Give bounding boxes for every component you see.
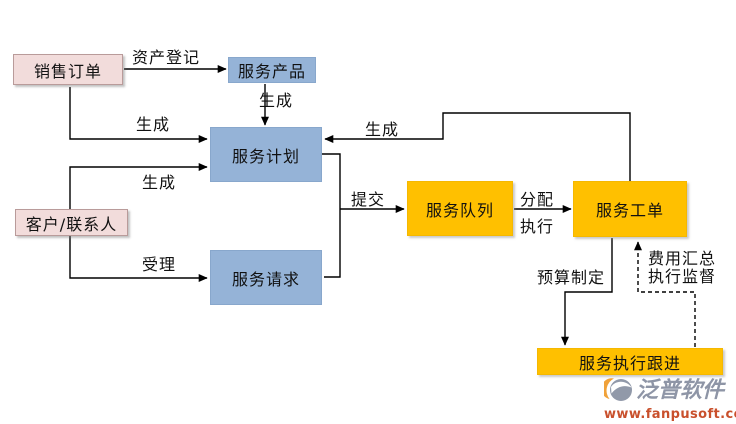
edge-label-generate-workorder: 生成 xyxy=(365,120,400,139)
edge-customer-to-plan xyxy=(69,163,208,209)
edge-label-generate-sales: 生成 xyxy=(136,115,171,134)
edge-workorder-to-plan xyxy=(324,112,631,181)
edge-label-assign: 分配 xyxy=(520,190,555,209)
edge-workorder-to-followup xyxy=(561,238,613,346)
fanpu-brand-text: 泛普软件 xyxy=(636,378,725,403)
node-service-plan: 服务计划 xyxy=(210,127,322,182)
edge-label-budget: 预算制定 xyxy=(537,268,606,287)
node-service-product: 服务产品 xyxy=(228,57,316,83)
edge-label-asset-register: 资产登记 xyxy=(132,48,201,67)
edge-salesorder-to-plan xyxy=(69,87,208,143)
node-customer-contact: 客户/联系人 xyxy=(15,209,128,236)
node-service-workorder: 服务工单 xyxy=(573,181,687,237)
edge-label-accept: 受理 xyxy=(142,255,177,274)
node-sales-order: 销售订单 xyxy=(13,54,123,85)
edge-customer-to-request xyxy=(69,236,208,282)
edge-label-generate-customer: 生成 xyxy=(142,173,177,192)
edge-label-generate-product: 生成 xyxy=(259,91,294,110)
node-service-followup: 服务执行跟进 xyxy=(537,348,723,375)
node-service-queue: 服务队列 xyxy=(407,181,513,236)
node-service-request: 服务请求 xyxy=(210,250,322,305)
fanpu-watermark: 泛普软件 www.fanpusoft.com xyxy=(604,376,736,422)
edge-plan-request-junction xyxy=(322,153,341,278)
edge-label-supervision: 执行监督 xyxy=(648,267,717,286)
edge-label-execute: 执行 xyxy=(520,217,555,236)
edge-label-submit: 提交 xyxy=(351,190,386,209)
fanpu-url-text: www.fanpusoft.com xyxy=(604,407,736,422)
edge-label-cost-summary: 费用汇总 xyxy=(648,249,717,268)
edge-followup-to-workorder-dashed xyxy=(634,241,696,347)
fanpu-logo-icon xyxy=(604,378,632,401)
